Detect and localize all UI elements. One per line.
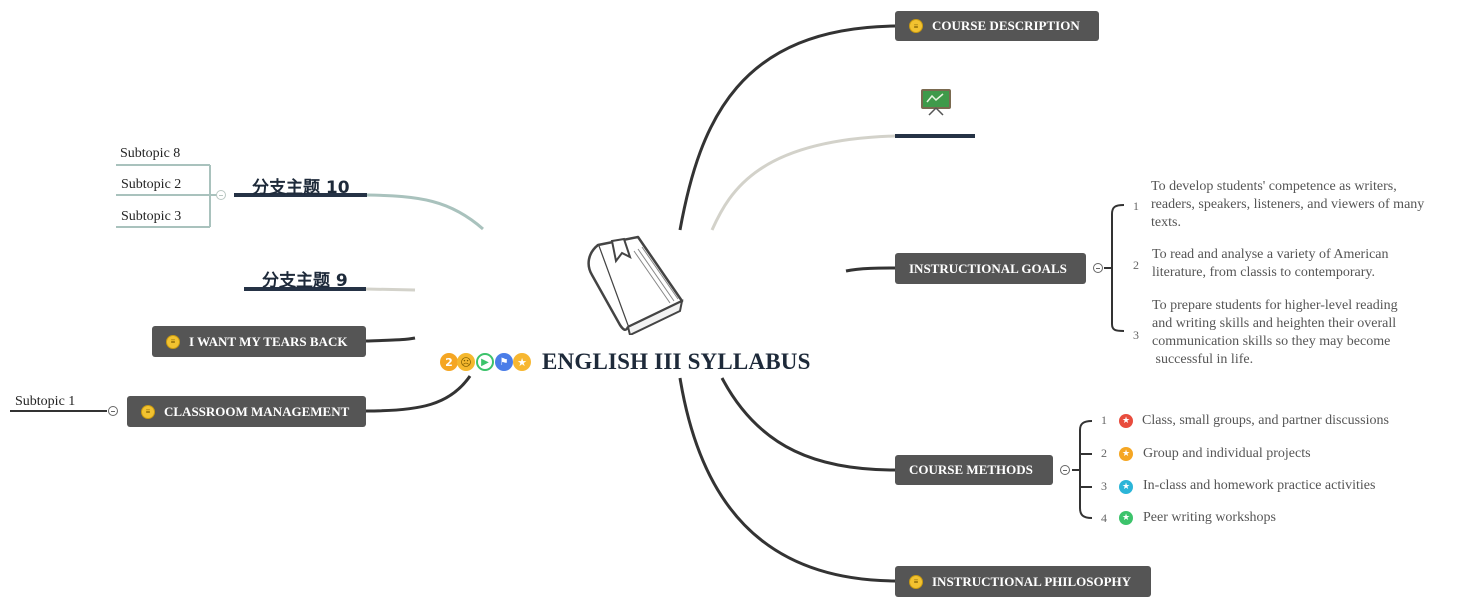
- tears-label: I WANT MY TEARS BACK: [189, 333, 348, 349]
- method-3-number: 3: [1101, 479, 1107, 493]
- goals-collapse-toggle[interactable]: [1093, 263, 1103, 273]
- star-icon: ★: [1119, 480, 1133, 494]
- goal-2-number: 2: [1133, 258, 1139, 272]
- method-2-text: Group and individual projects: [1143, 446, 1311, 461]
- note-icon: ≡: [909, 574, 923, 589]
- tears-node[interactable]: ≡ I WANT MY TEARS BACK: [152, 326, 366, 357]
- course-methods-label: COURSE METHODS: [909, 462, 1033, 477]
- subtopic-3[interactable]: Subtopic 3: [121, 209, 182, 224]
- star-icon[interactable]: ★: [513, 353, 531, 371]
- play-task-icon[interactable]: ▶: [476, 353, 494, 371]
- method-4-text: Peer writing workshops: [1143, 510, 1276, 525]
- branch-topic-9[interactable]: 分支主题 9: [262, 271, 348, 291]
- priority-2-icon[interactable]: 2: [440, 353, 458, 371]
- flag-icon[interactable]: ⚑: [495, 353, 513, 371]
- instructional-philosophy-label: INSTRUCTIONAL PHILOSOPHY: [932, 573, 1132, 589]
- note-icon: ≡: [909, 19, 923, 33]
- branch10-collapse-toggle[interactable]: [216, 190, 226, 200]
- central-topic-title[interactable]: ENGLISH III SYLLABUS: [542, 349, 811, 374]
- instructional-goals-node[interactable]: INSTRUCTIONAL GOALS: [895, 253, 1086, 284]
- star-icon: ★: [1119, 414, 1133, 428]
- goal-3-text: To prepare students for higher-level rea…: [1152, 298, 1398, 367]
- method-4-number: 4: [1101, 511, 1107, 525]
- note-icon: ≡: [141, 404, 155, 419]
- emoji-crying-icon[interactable]: ☹: [457, 353, 475, 371]
- goal-3-number: 3: [1133, 328, 1139, 342]
- subtopic-1[interactable]: Subtopic 1: [15, 394, 76, 409]
- course-description-label: COURSE DESCRIPTION: [932, 18, 1080, 33]
- teaching-board-icon[interactable]: [919, 88, 953, 116]
- note-icon: ≡: [166, 334, 180, 349]
- method-2-number: 2: [1101, 446, 1107, 460]
- branch-topic-10[interactable]: 分支主题 10: [252, 178, 350, 198]
- classroom-management-label: CLASSROOM MANAGEMENT: [164, 403, 350, 419]
- star-icon: ★: [1119, 511, 1133, 525]
- star-icon: ★: [1119, 447, 1133, 461]
- subtopic-8[interactable]: Subtopic 8: [120, 146, 181, 161]
- classroom-management-node[interactable]: ≡ CLASSROOM MANAGEMENT: [127, 396, 366, 427]
- goal-2-text: To read and analyse a variety of America…: [1152, 247, 1389, 280]
- classroom-collapse-toggle[interactable]: [108, 406, 118, 416]
- goal-1-text: To develop students' competence as write…: [1151, 179, 1425, 230]
- instructional-goals-label: INSTRUCTIONAL GOALS: [909, 260, 1067, 276]
- course-methods-node[interactable]: COURSE METHODS: [895, 455, 1053, 485]
- course-description-node[interactable]: ≡ COURSE DESCRIPTION: [895, 11, 1099, 41]
- method-3-text: In-class and homework practice activitie…: [1143, 478, 1376, 493]
- methods-collapse-toggle[interactable]: [1060, 465, 1070, 475]
- method-1-text: Class, small groups, and partner discuss…: [1142, 413, 1389, 428]
- subtopic-2[interactable]: Subtopic 2: [121, 177, 182, 192]
- goal-1-number: 1: [1133, 199, 1139, 213]
- book-icon: [587, 235, 684, 335]
- instructional-philosophy-node[interactable]: ≡ INSTRUCTIONAL PHILOSOPHY: [895, 566, 1151, 597]
- method-1-number: 1: [1101, 413, 1107, 427]
